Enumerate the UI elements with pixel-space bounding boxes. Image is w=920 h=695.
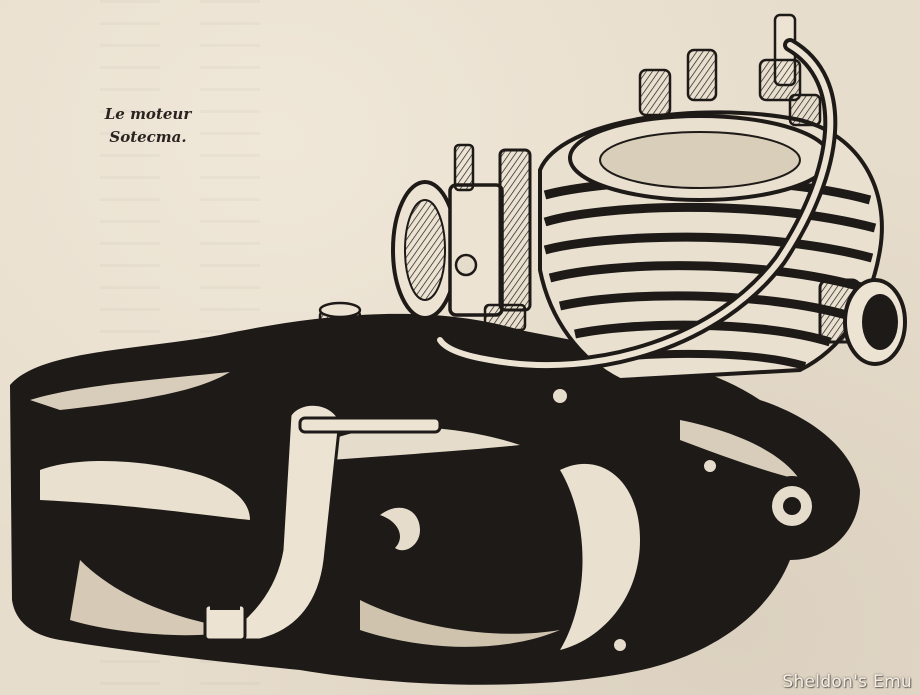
knurled-nut xyxy=(818,278,907,366)
pivot-boss xyxy=(762,476,822,536)
caption-line-1: Le moteur xyxy=(104,105,192,123)
watermark: Sheldon's Emu xyxy=(782,672,912,692)
carburettor xyxy=(391,143,532,332)
ht-lead xyxy=(433,38,838,373)
head-studs xyxy=(638,13,822,127)
crankcase xyxy=(10,313,860,685)
inspection-cover xyxy=(350,493,450,587)
case-screws xyxy=(551,387,718,653)
filler-cap xyxy=(318,301,362,334)
figure-caption: Le moteur Sotecma. xyxy=(78,103,218,149)
cylinder xyxy=(538,110,884,383)
mounting-bracket xyxy=(203,402,442,642)
caption-line-2: Sotecma. xyxy=(109,128,187,146)
